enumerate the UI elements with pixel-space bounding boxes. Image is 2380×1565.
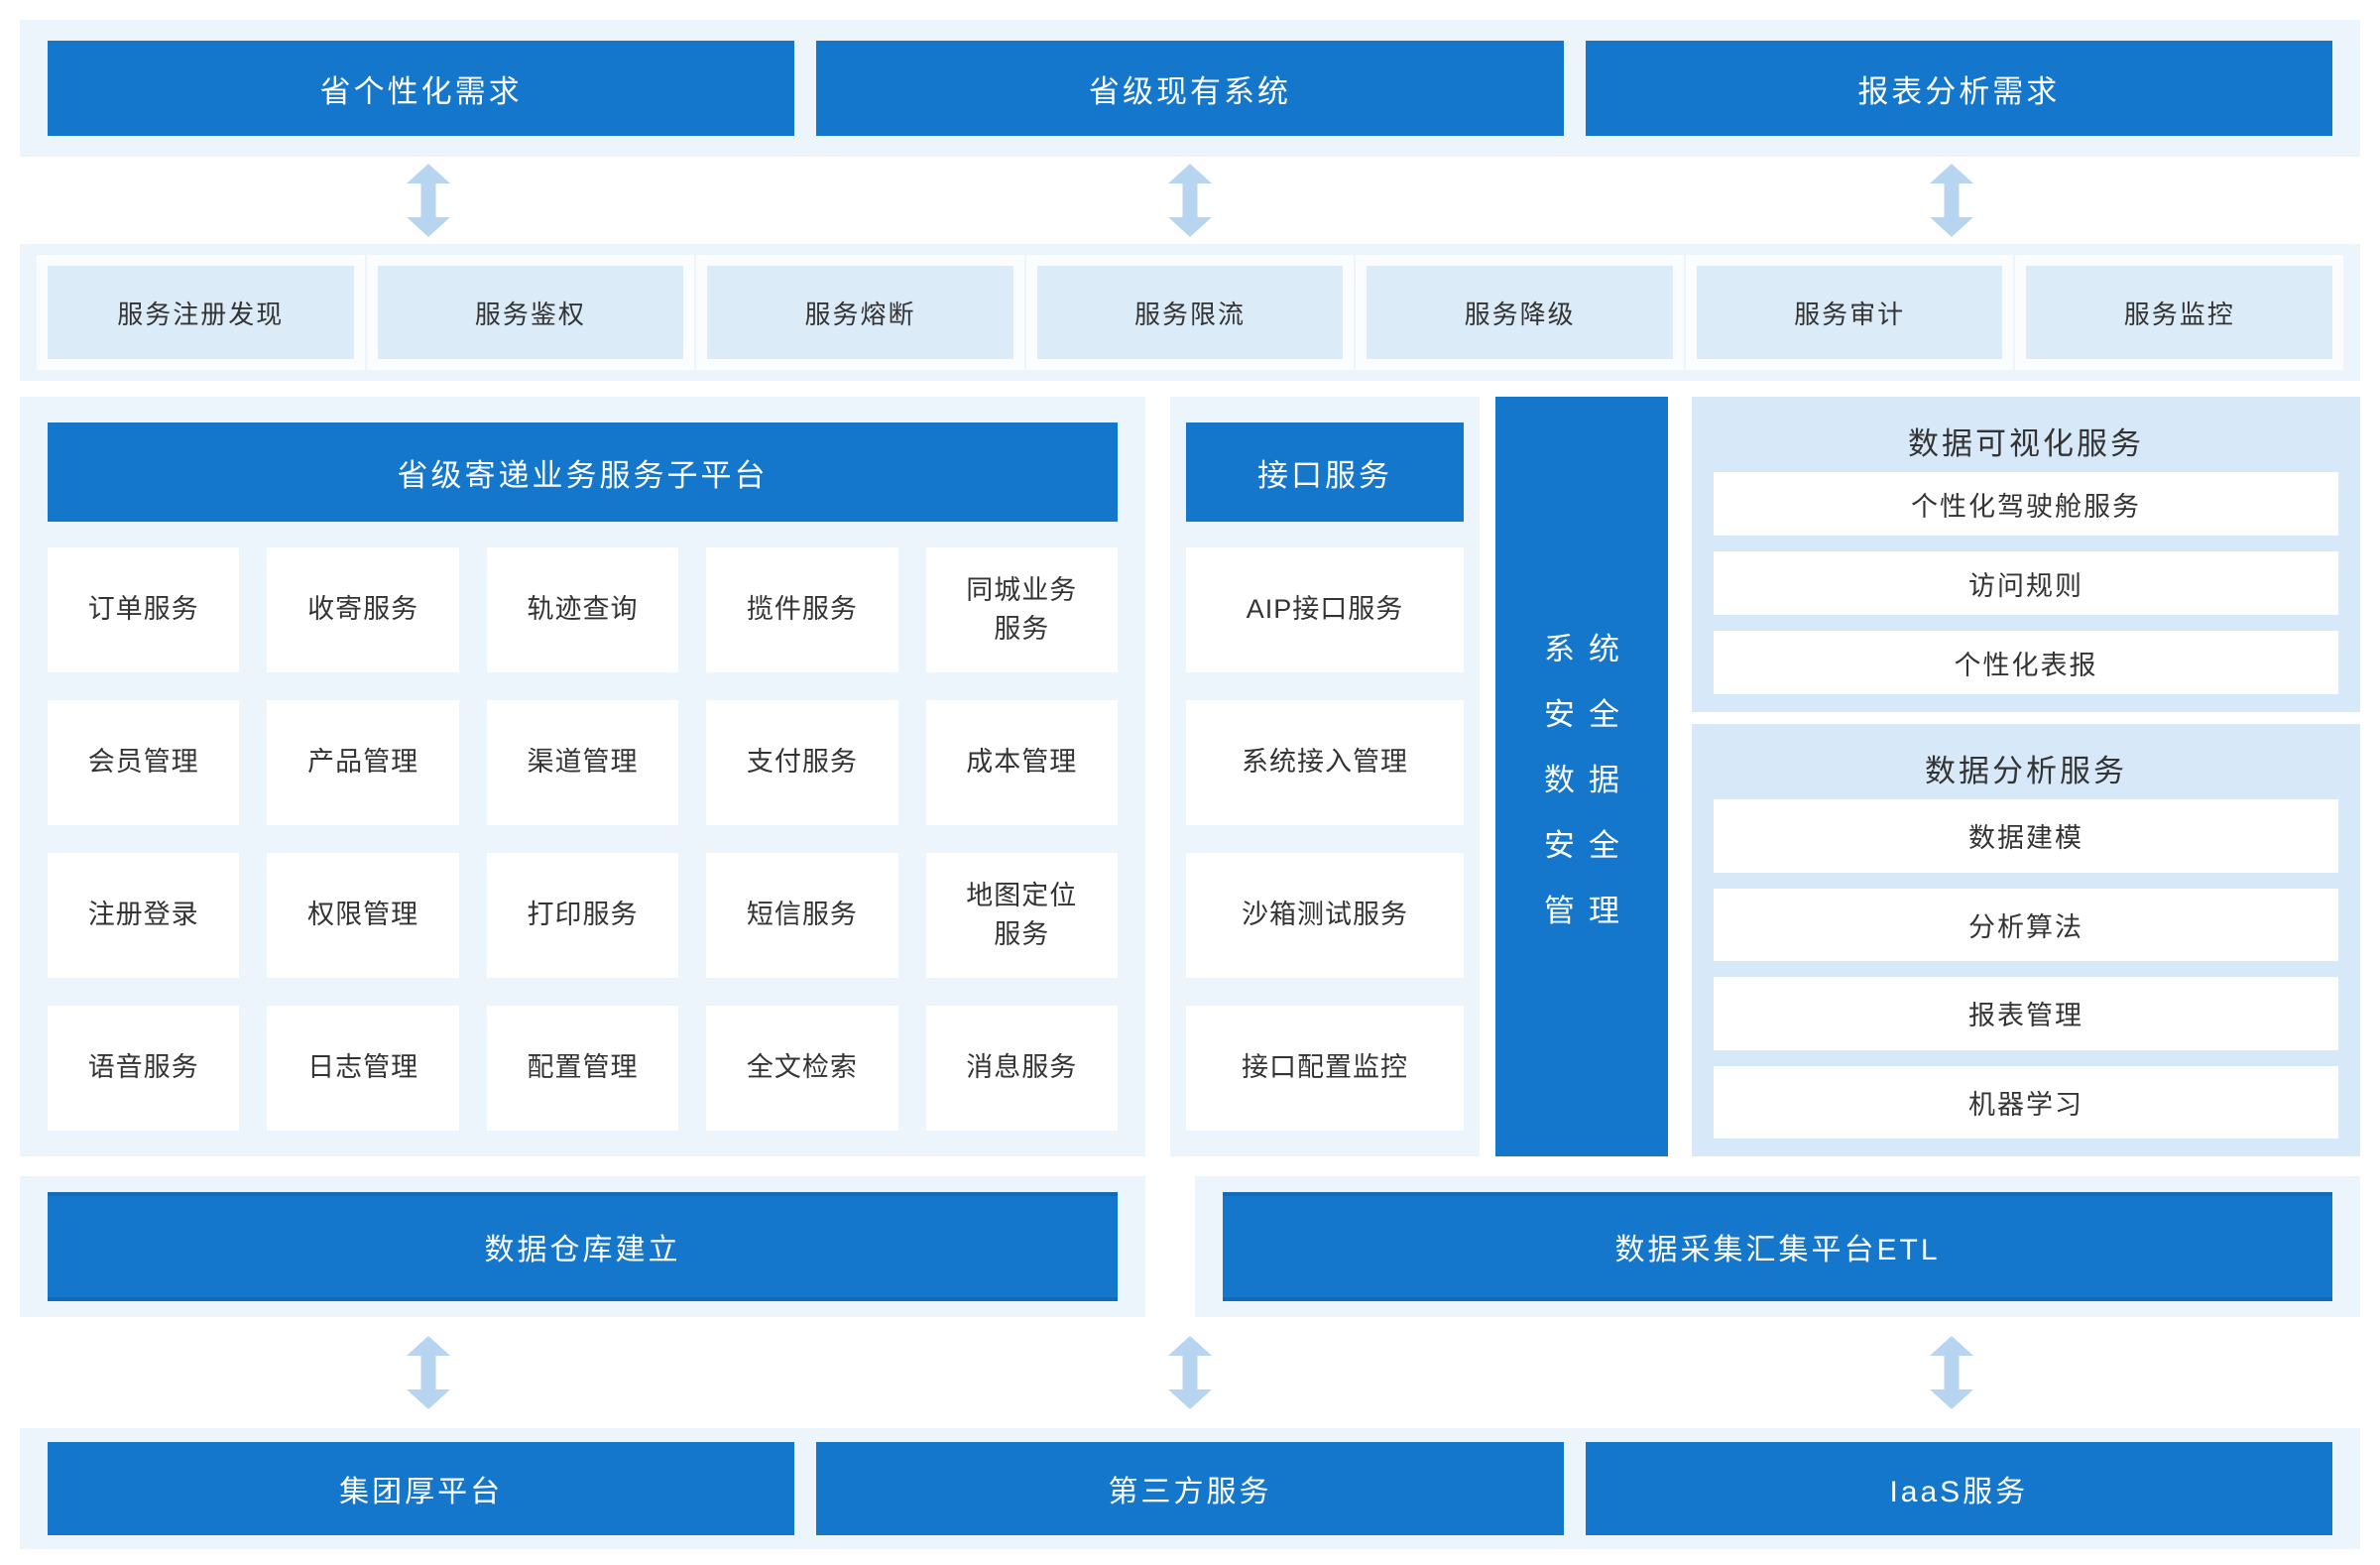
- interface-cell: AIP接口服务: [1186, 547, 1464, 672]
- infra-box: IaaS服务: [1585, 1442, 2332, 1535]
- double-arrow-icon: [407, 164, 450, 237]
- platform-cell: 收寄服务: [267, 547, 459, 672]
- platform-cell: 成本管理: [925, 700, 1118, 825]
- platform-cell: 会员管理: [48, 700, 240, 825]
- interface-cell: 系统接入管理: [1186, 700, 1464, 825]
- panel-title: 数据分析服务: [1925, 753, 2127, 788]
- data-services-column: 数据可视化服务 个性化驾驶舱服务 访问规则 个性化表报 数据分析服务 数据建模 …: [1692, 397, 2360, 1156]
- gateway-service-tile: 服务注册发现: [48, 266, 354, 359]
- platform-cell: 渠道管理: [486, 700, 679, 825]
- security-line: 系统: [1544, 631, 1633, 666]
- platform-cell: 注册登录: [48, 853, 240, 978]
- service-row: 个性化表报: [1714, 631, 2338, 694]
- infra-box: 第三方服务: [816, 1442, 1564, 1535]
- security-line: 数据: [1544, 762, 1633, 797]
- double-arrow-icon: [1168, 164, 1212, 237]
- arrow-row: [20, 1317, 2360, 1428]
- gateway-service-tile: 服务鉴权: [377, 266, 684, 359]
- platform-cell: 订单服务: [48, 547, 240, 672]
- service-row: 机器学习: [1714, 1065, 2338, 1139]
- double-arrow-icon: [407, 1336, 450, 1409]
- warehouse-etl-row: 数据仓库建立 数据采集汇集平台ETL: [20, 1176, 2360, 1317]
- bottom-band: 集团厚平台 第三方服务 IaaS服务: [20, 1428, 2360, 1549]
- warehouse-container: 数据仓库建立: [20, 1176, 1145, 1317]
- security-bar: 系统 安全 数据 安全 管理: [1495, 397, 1668, 1156]
- interface-panel: 接口服务 AIP接口服务 系统接入管理 沙箱测试服务 接口配置监控: [1170, 397, 1480, 1156]
- warehouse-bar: 数据仓库建立: [48, 1192, 1118, 1301]
- interface-cell: 接口配置监控: [1186, 1006, 1464, 1131]
- service-row: 访问规则: [1714, 551, 2338, 615]
- platform-cell: 短信服务: [706, 853, 898, 978]
- platform-cell: 配置管理: [486, 1006, 679, 1131]
- analysis-panel: 数据分析服务 数据建模 分析算法 报表管理 机器学习: [1692, 724, 2360, 1156]
- platform-panel: 省级寄递业务服务子平台 订单服务 收寄服务 轨迹查询 揽件服务 同城业务 服务 …: [20, 397, 1145, 1156]
- service-row: 分析算法: [1714, 888, 2338, 961]
- double-arrow-icon: [1930, 164, 1973, 237]
- etl-bar: 数据采集汇集平台ETL: [1223, 1192, 2332, 1301]
- platform-cell: 消息服务: [925, 1006, 1118, 1131]
- platform-cell: 揽件服务: [706, 547, 898, 672]
- gateway-service-tile: 服务熔断: [707, 266, 1013, 359]
- gateway-services-band: 服务注册发现 服务鉴权 服务熔断 服务限流 服务降级 服务审计 服务监控: [20, 244, 2360, 381]
- service-row: 个性化驾驶舱服务: [1714, 472, 2338, 536]
- security-line: 管理: [1544, 893, 1633, 928]
- main-section: 省级寄递业务服务子平台 订单服务 收寄服务 轨迹查询 揽件服务 同城业务 服务 …: [20, 397, 2360, 1156]
- platform-cell: 打印服务: [486, 853, 679, 978]
- gateway-service-tile: 服务限流: [1036, 266, 1344, 359]
- platform-grid: 订单服务 收寄服务 轨迹查询 揽件服务 同城业务 服务 会员管理 产品管理 渠道…: [48, 547, 1118, 1131]
- panel-title: 数据可视化服务: [1908, 425, 2144, 461]
- top-band: 省个性化需求 省级现有系统 报表分析需求: [20, 20, 2360, 157]
- arrow-row: [20, 157, 2360, 244]
- security-line: 安全: [1544, 827, 1633, 863]
- infra-box: 集团厚平台: [48, 1442, 795, 1535]
- platform-cell: 权限管理: [267, 853, 459, 978]
- double-arrow-icon: [1168, 1336, 1212, 1409]
- visualization-panel: 数据可视化服务 个性化驾驶舱服务 访问规则 个性化表报: [1692, 397, 2360, 712]
- platform-cell: 日志管理: [267, 1006, 459, 1131]
- requirement-box: 省个性化需求: [48, 41, 795, 136]
- gateway-service-tile: 服务审计: [1696, 266, 2003, 359]
- platform-cell: 产品管理: [267, 700, 459, 825]
- etl-container: 数据采集汇集平台ETL: [1195, 1176, 2360, 1317]
- platform-cell: 地图定位 服务: [925, 853, 1118, 978]
- interface-title-bar: 接口服务: [1186, 422, 1464, 522]
- gateway-service-tile: 服务降级: [1367, 266, 1673, 359]
- service-row: 报表管理: [1714, 977, 2338, 1050]
- platform-cell: 全文检索: [706, 1006, 898, 1131]
- security-line: 安全: [1544, 696, 1633, 732]
- interface-grid: AIP接口服务 系统接入管理 沙箱测试服务 接口配置监控: [1186, 547, 1464, 1131]
- interface-cell: 沙箱测试服务: [1186, 853, 1464, 978]
- double-arrow-icon: [1930, 1336, 1973, 1409]
- platform-cell: 语音服务: [48, 1006, 240, 1131]
- platform-cell: 支付服务: [706, 700, 898, 825]
- service-row: 数据建模: [1714, 799, 2338, 873]
- platform-cell: 轨迹查询: [486, 547, 679, 672]
- platform-title-bar: 省级寄递业务服务子平台: [48, 422, 1118, 522]
- gateway-service-tile: 服务监控: [2026, 266, 2333, 359]
- platform-cell: 同城业务 服务: [925, 547, 1118, 672]
- requirement-box: 省级现有系统: [816, 41, 1564, 136]
- requirement-box: 报表分析需求: [1585, 41, 2332, 136]
